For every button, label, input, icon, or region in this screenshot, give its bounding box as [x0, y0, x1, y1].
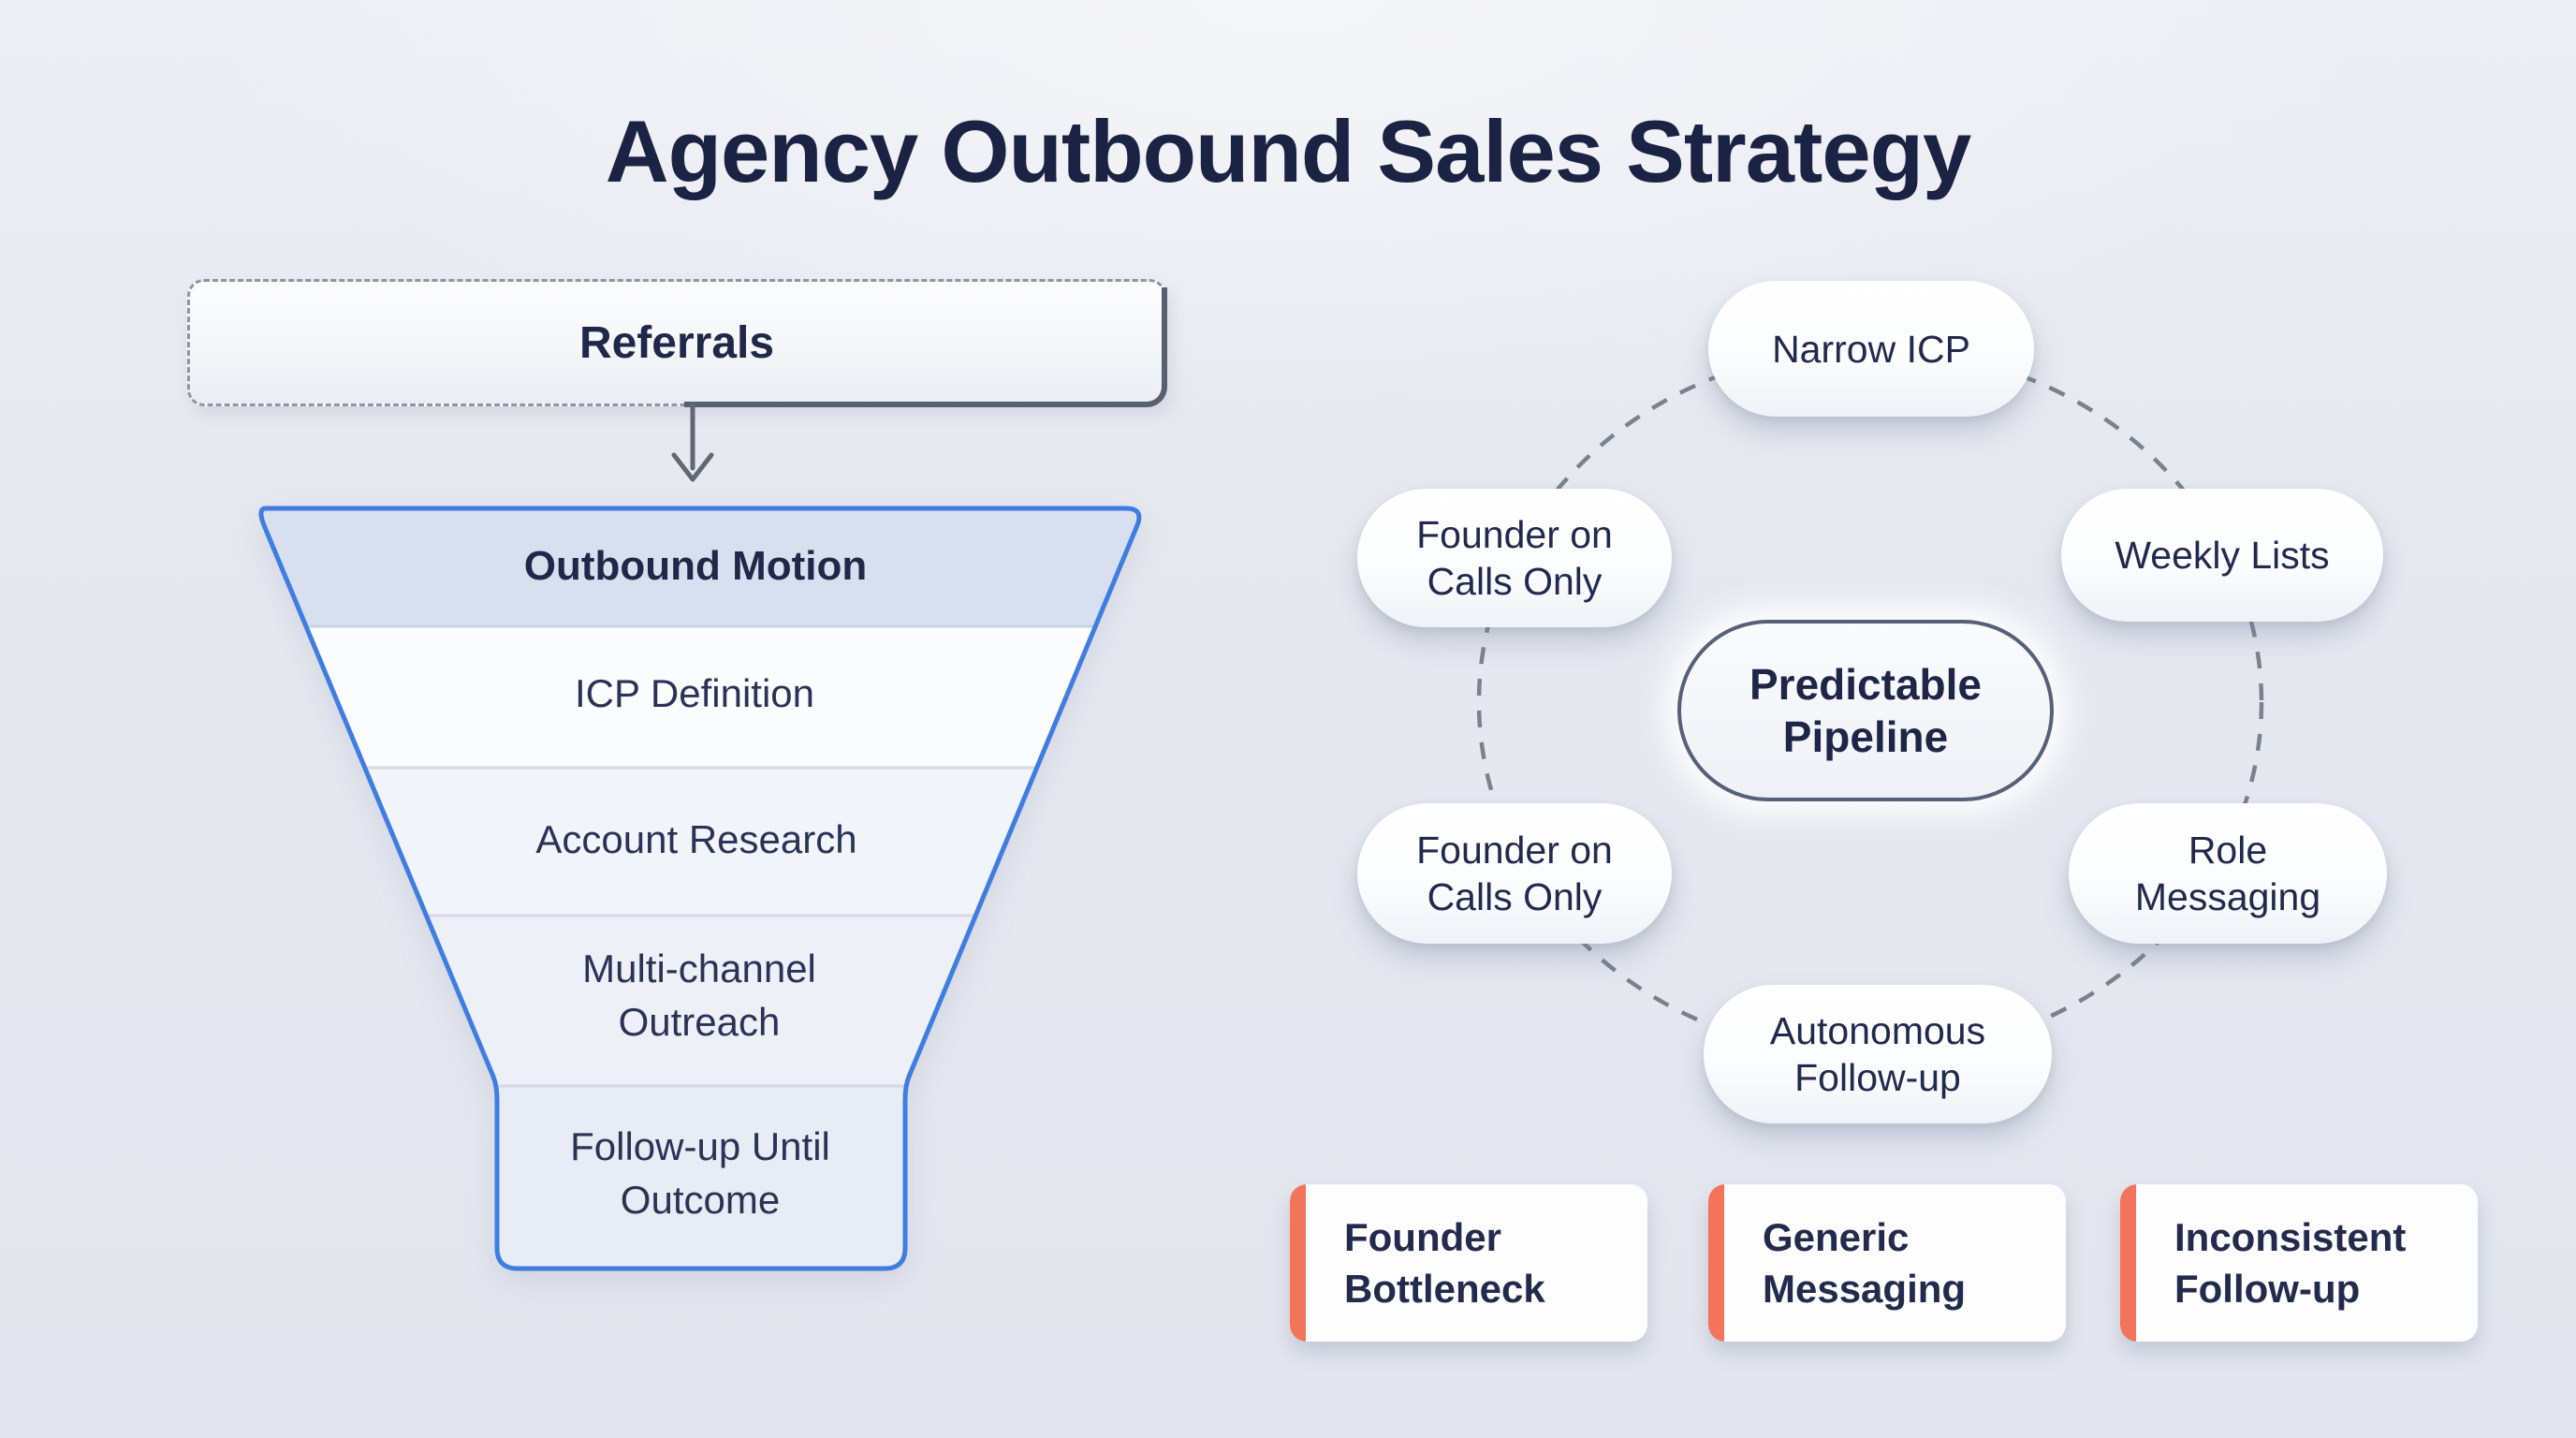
pill-label: Founder on Calls Only [1416, 513, 1613, 603]
funnel-stage-account-research: Account Research [535, 817, 857, 861]
funnel-stage-outbound-motion: Outbound Motion [523, 543, 868, 589]
referrals-box: Referrals [187, 279, 1167, 407]
pill-narrow-icp: Narrow ICP [1708, 281, 2034, 417]
issue-card-inconsistent-follow-up: Inconsistent Follow-up [2120, 1184, 2478, 1342]
issue-card-label: Inconsistent Follow-up [2174, 1215, 2407, 1311]
pill-founder-on-calls-only-bottom: Founder on Calls Only [1357, 803, 1672, 944]
pill-weekly-lists: Weekly Lists [2061, 489, 2383, 622]
funnel-outline [258, 506, 1142, 1271]
pill-label: Weekly Lists [2115, 534, 2330, 577]
referrals-label: Referrals [578, 317, 775, 368]
pill-role-messaging: Role Messaging [2069, 803, 2387, 944]
funnel-diagram [258, 506, 1142, 1271]
issue-accent-bar [1708, 1184, 1724, 1342]
pill-label: Predictable Pipeline [1749, 660, 1982, 761]
referrals-accent-border [684, 287, 1167, 407]
issue-accent-bar [1290, 1184, 1306, 1342]
pill-predictable-pipeline: Predictable Pipeline [1677, 620, 2054, 801]
issue-card-label: Generic Messaging [1763, 1215, 1967, 1311]
page-title: Agency Outbound Sales Strategy [605, 102, 1972, 200]
issue-card-generic-messaging: Generic Messaging [1708, 1184, 2066, 1342]
pill-label: Narrow ICP [1772, 327, 1970, 371]
funnel-stage-multi-channel-outreach: Multi-channel Outreach [582, 946, 816, 1044]
pill-founder-on-calls-only-top: Founder on Calls Only [1357, 489, 1672, 627]
funnel-stage-follow-up-until-outcome: Follow-up Until Outcome [570, 1124, 830, 1222]
issue-accent-bar [2120, 1184, 2136, 1342]
pill-label: Autonomous Follow-up [1769, 1009, 1986, 1099]
pill-label: Role Messaging [2134, 829, 2321, 918]
pill-label: Founder on Calls Only [1416, 829, 1613, 918]
pill-autonomous-follow-up: Autonomous Follow-up [1704, 985, 2052, 1123]
issue-card-label: Founder Bottleneck [1344, 1215, 1545, 1311]
flow-arrow-icon [671, 402, 714, 482]
funnel-stage-icp-definition: ICP Definition [574, 671, 815, 715]
issue-card-founder-bottleneck: Founder Bottleneck [1290, 1184, 1647, 1342]
